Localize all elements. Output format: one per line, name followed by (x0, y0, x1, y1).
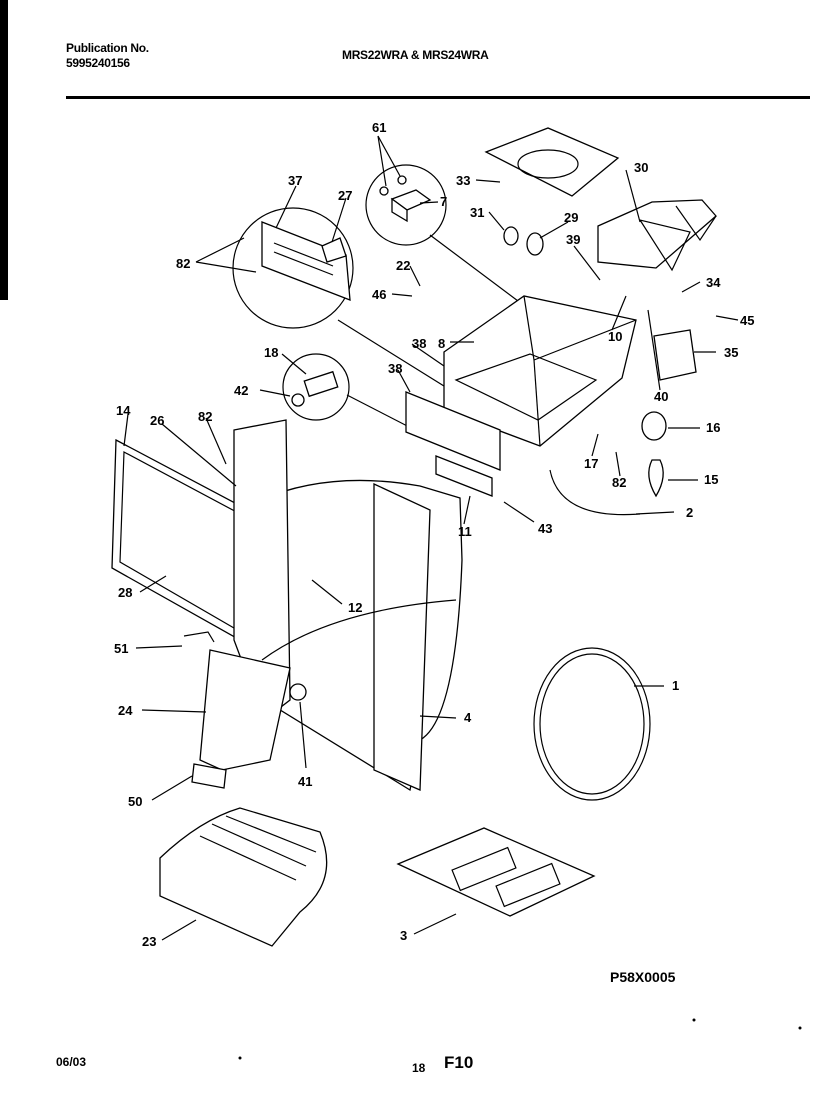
part-label-15: 15 (704, 472, 718, 487)
part-label-26: 26 (150, 413, 164, 428)
header-rule (66, 96, 810, 99)
part-label-30: 30 (634, 160, 648, 175)
duct-assembly (597, 199, 717, 269)
part-label-37: 37 (288, 173, 302, 188)
part-label-61: 61 (372, 120, 386, 135)
publication-number: 5995240156 (66, 56, 130, 70)
part-label-50: 50 (128, 794, 142, 809)
part-label-7: 7 (440, 194, 447, 209)
part-label-40: 40 (654, 389, 668, 404)
part-label-10: 10 (608, 329, 622, 344)
part-label-39: 39 (566, 232, 580, 247)
part-label-22: 22 (396, 258, 410, 273)
zoom-circle-switch (365, 164, 447, 246)
part-label-23: 23 (142, 934, 156, 949)
front-column (373, 482, 431, 791)
pad-part (191, 763, 227, 789)
dispenser-bucket (259, 479, 463, 792)
part-label-31: 31 (470, 205, 484, 220)
drip-tray (159, 807, 328, 947)
lever-arm (199, 649, 291, 771)
gasket-ring (533, 647, 651, 801)
part-label-35: 35 (724, 345, 738, 360)
part-label-24: 24 (118, 703, 133, 718)
part-label-16: 16 (706, 420, 720, 435)
part-label-45: 45 (740, 313, 754, 328)
part-label-43: 43 (538, 521, 552, 536)
part-label-51: 51 (114, 641, 128, 656)
part-label-46: 46 (372, 287, 386, 302)
part-label-8: 8 (438, 336, 445, 351)
part-label-82-bulb: 82 (612, 475, 626, 490)
zoom-circle-spring (282, 353, 350, 421)
heater-plate (396, 827, 596, 917)
plate-part (484, 127, 620, 197)
publication-label: Publication No. (66, 41, 149, 55)
part-label-42: 42 (234, 383, 248, 398)
part-label-11: 11 (458, 524, 472, 539)
footer-section: F10 (444, 1053, 473, 1072)
actuator-panel (111, 438, 253, 642)
part-label-82-panel: 82 (198, 409, 212, 424)
diagram-code: P58X0005 (610, 969, 676, 985)
model-numbers: MRS22WRA & MRS24WRA (342, 48, 489, 62)
part-label-4: 4 (464, 710, 472, 725)
part-label-28: 28 (118, 585, 132, 600)
part-label-1: 1 (672, 678, 679, 693)
footer-date: 06/03 (56, 1055, 86, 1069)
cover-plate (405, 391, 501, 471)
part-label-2: 2 (686, 505, 693, 520)
scan-edge (0, 0, 8, 300)
part-label-38-upper: 38 (412, 336, 426, 351)
part-label-12: 12 (348, 600, 362, 615)
part-label-82: 82 (176, 256, 190, 271)
part-label-27: 27 (338, 188, 352, 203)
part-label-14: 14 (116, 403, 131, 418)
part-label-17: 17 (584, 456, 598, 471)
part-label-38-lower: 38 (388, 361, 402, 376)
footer-page: 18 (412, 1061, 426, 1075)
part-label-3: 3 (400, 928, 407, 943)
part-label-33: 33 (456, 173, 470, 188)
part-label-18: 18 (264, 345, 278, 360)
bracket-part (261, 221, 351, 301)
part-label-34: 34 (706, 275, 721, 290)
part-label-41: 41 (298, 774, 312, 789)
part-label-29: 29 (564, 210, 578, 225)
